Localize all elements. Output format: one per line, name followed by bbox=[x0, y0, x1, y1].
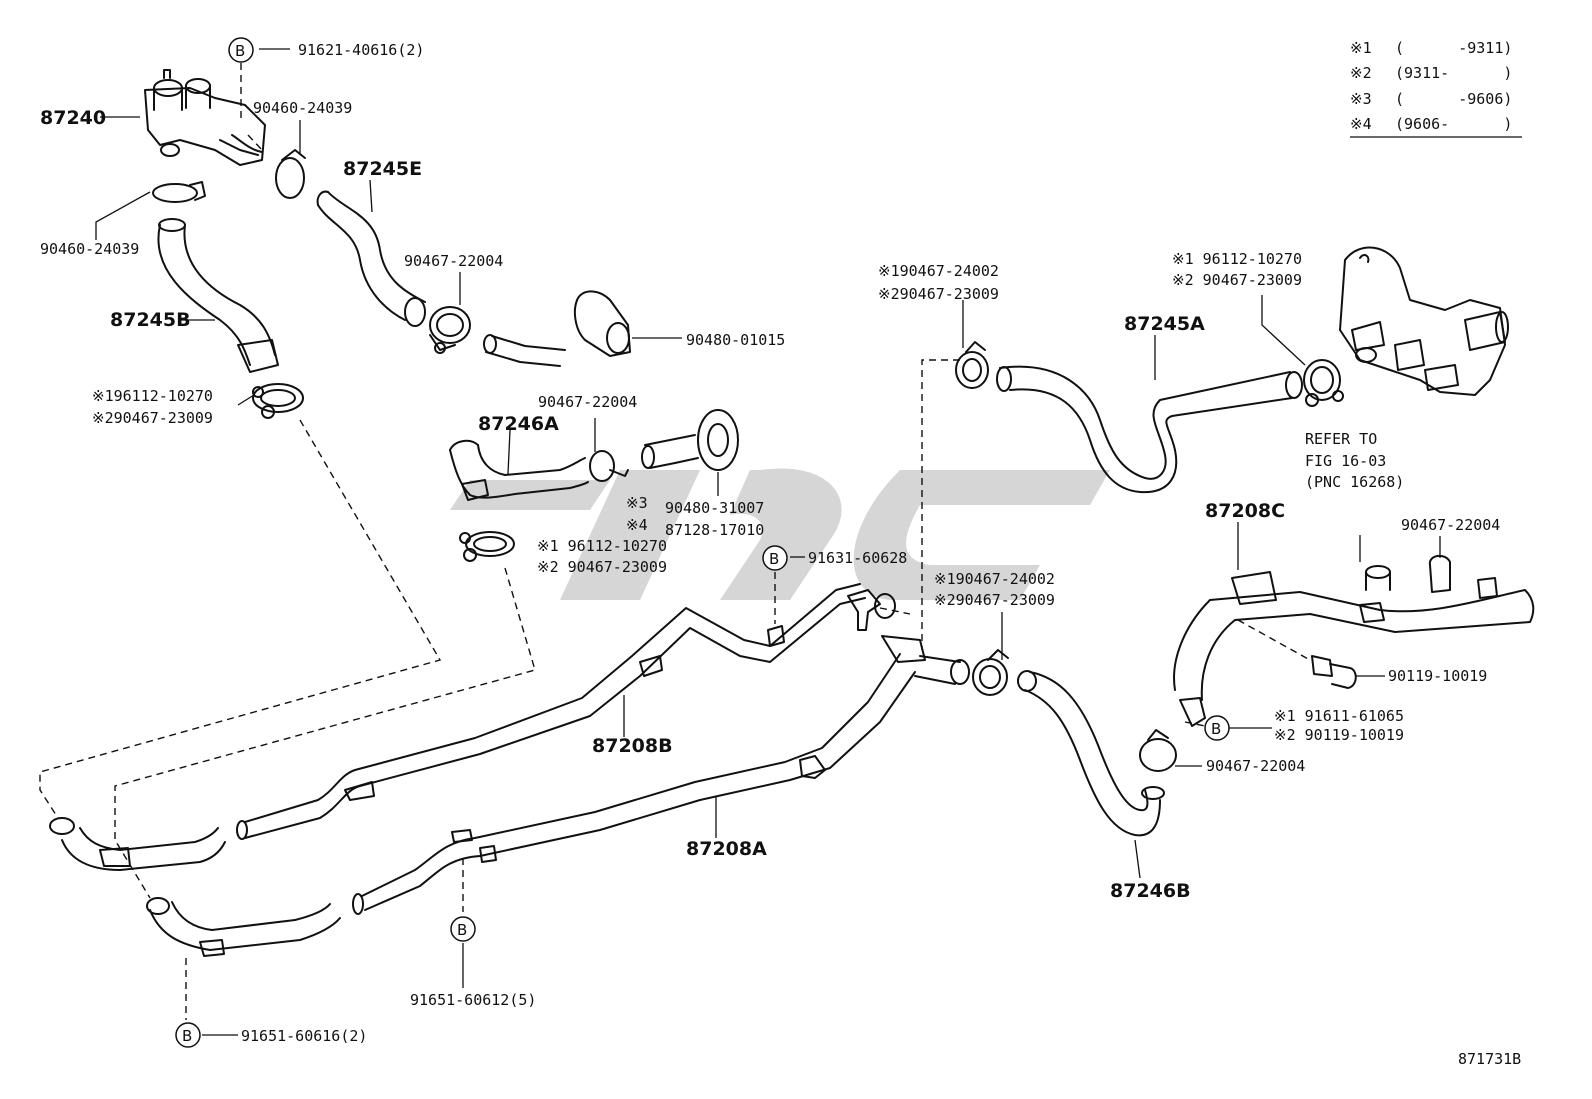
part-90467-24002-clamp-a bbox=[955, 341, 989, 389]
label-87128-17010: 87128-17010 bbox=[665, 521, 764, 539]
label-90119-10019-b: ※2 90119-10019 bbox=[1274, 726, 1404, 744]
part-87208B-pipe bbox=[49, 583, 896, 871]
leader-lines bbox=[95, 48, 1441, 1036]
svg-text:B: B bbox=[182, 1027, 192, 1045]
label-90460-24039-top: 90460-24039 bbox=[253, 99, 352, 117]
label-90460-24039-left: 90460-24039 bbox=[40, 240, 139, 258]
part-87245A-hose bbox=[996, 365, 1303, 494]
part-90467-22004-clamp-b bbox=[589, 450, 629, 482]
label-87246B: 87246B bbox=[1110, 880, 1191, 902]
label-87245E: 87245E bbox=[343, 158, 422, 180]
part-90467-22004-clamp-d bbox=[1139, 729, 1177, 772]
label-refer-pnc: (PNC 16268) bbox=[1305, 473, 1404, 491]
b-bubble-right: B bbox=[1204, 715, 1230, 741]
part-water-outlet bbox=[1339, 246, 1509, 396]
label-90467-22004-a: 90467-22004 bbox=[404, 252, 503, 270]
label-90119-10019-a: 90119-10019 bbox=[1388, 667, 1487, 685]
label-90467-23009-e: ※290467-23009 bbox=[934, 591, 1055, 609]
part-87208A-pipe bbox=[146, 635, 970, 957]
legend-box: ※1 ( -9311) ※2 (9311- ) ※3 ( -9606) ※4 (… bbox=[1350, 39, 1522, 138]
label-90480-01015: 90480-01015 bbox=[686, 331, 785, 349]
part-90480-31007-grommet bbox=[641, 409, 739, 471]
label-90467-24002-b: ※190467-24002 bbox=[934, 570, 1055, 588]
part-96112-clamp-mid bbox=[459, 531, 515, 562]
label-91611-61065: ※1 91611-61065 bbox=[1274, 707, 1404, 725]
legend-range-4: (9606- ) bbox=[1395, 115, 1512, 133]
svg-text:B: B bbox=[235, 42, 245, 60]
svg-text:B: B bbox=[1211, 720, 1221, 738]
part-90467-24002-clamp-b bbox=[972, 649, 1009, 696]
label-87245A: 87245A bbox=[1124, 313, 1205, 335]
part-90119-10019-bolt bbox=[1311, 655, 1357, 689]
part-90480-01015-grommet bbox=[483, 290, 631, 367]
label-refer-to: REFER TO bbox=[1305, 430, 1377, 448]
legend-range-2: (9311- ) bbox=[1395, 64, 1512, 82]
label-96112-10270-b: ※1 96112-10270 bbox=[537, 537, 667, 555]
legend-mark-3: ※3 bbox=[1350, 90, 1372, 108]
label-87208A: 87208A bbox=[686, 838, 767, 860]
part-96112-clamp-right bbox=[1303, 359, 1344, 407]
part-87240-valve bbox=[144, 69, 266, 166]
b-bubble-top: B bbox=[228, 37, 254, 63]
part-87208C-pipe bbox=[1173, 554, 1535, 727]
label-91621-40616: 91621-40616(2) bbox=[298, 41, 424, 59]
label-90467-23009-c: ※290467-23009 bbox=[878, 285, 999, 303]
legend-range-1: ( -9311) bbox=[1395, 39, 1512, 57]
dashed-lines bbox=[39, 63, 1311, 1020]
label-91631-60628: 91631-60628 bbox=[808, 549, 907, 567]
svg-text:B: B bbox=[457, 921, 467, 939]
label-87208B: 87208B bbox=[592, 735, 673, 757]
label-96112-10270-c: ※1 96112-10270 bbox=[1172, 250, 1302, 268]
label-90467-22004-b: 90467-22004 bbox=[538, 393, 637, 411]
figure-id: 871731B bbox=[1458, 1050, 1521, 1068]
label-90467-24002-a: ※190467-24002 bbox=[878, 262, 999, 280]
label-90467-23009-a: ※290467-23009 bbox=[92, 409, 213, 427]
svg-text:B: B bbox=[769, 550, 779, 568]
label-87246A: 87246A bbox=[478, 413, 559, 435]
mark-87128-17010: ※4 bbox=[626, 516, 648, 534]
watermark-logo bbox=[450, 468, 1110, 600]
legend-mark-1: ※1 bbox=[1350, 39, 1372, 57]
part-96112-clamp-left bbox=[252, 383, 304, 419]
label-90480-31007: 90480-31007 bbox=[665, 499, 764, 517]
label-96112-10270-a: ※196112-10270 bbox=[92, 387, 213, 405]
label-87208C: 87208C bbox=[1205, 500, 1285, 522]
legend-mark-2: ※2 bbox=[1350, 64, 1372, 82]
label-refer-fig: FIG 16-03 bbox=[1305, 452, 1386, 470]
label-90467-22004-d: 90467-22004 bbox=[1206, 757, 1305, 775]
part-87246B-hose bbox=[1017, 670, 1165, 837]
label-87240: 87240 bbox=[40, 107, 106, 129]
part-90460-clamp-top bbox=[275, 149, 306, 199]
b-bubble-bottom-left: B bbox=[175, 1022, 201, 1048]
part-90467-22004-clamp-a bbox=[429, 306, 471, 354]
b-bubble-bottom-center: B bbox=[450, 916, 476, 942]
legend-mark-4: ※4 bbox=[1350, 115, 1372, 133]
label-90467-23009-d: ※2 90467-23009 bbox=[1172, 271, 1302, 289]
part-87246A-hose bbox=[449, 439, 589, 501]
label-91651-60616: 91651-60616(2) bbox=[241, 1027, 367, 1045]
label-90467-23009-b: ※2 90467-23009 bbox=[537, 558, 667, 576]
part-87245E-hose bbox=[316, 190, 426, 327]
label-90467-22004-c: 90467-22004 bbox=[1401, 516, 1500, 534]
legend-range-3: ( -9606) bbox=[1395, 90, 1512, 108]
part-87245B-hose bbox=[157, 218, 279, 373]
mark-90480-31007: ※3 bbox=[626, 494, 648, 512]
part-90460-clamp-left bbox=[152, 181, 206, 203]
b-bubble-mid: B bbox=[762, 545, 788, 571]
label-87245B: 87245B bbox=[110, 309, 191, 331]
label-91651-60612: 91651-60612(5) bbox=[410, 991, 536, 1009]
